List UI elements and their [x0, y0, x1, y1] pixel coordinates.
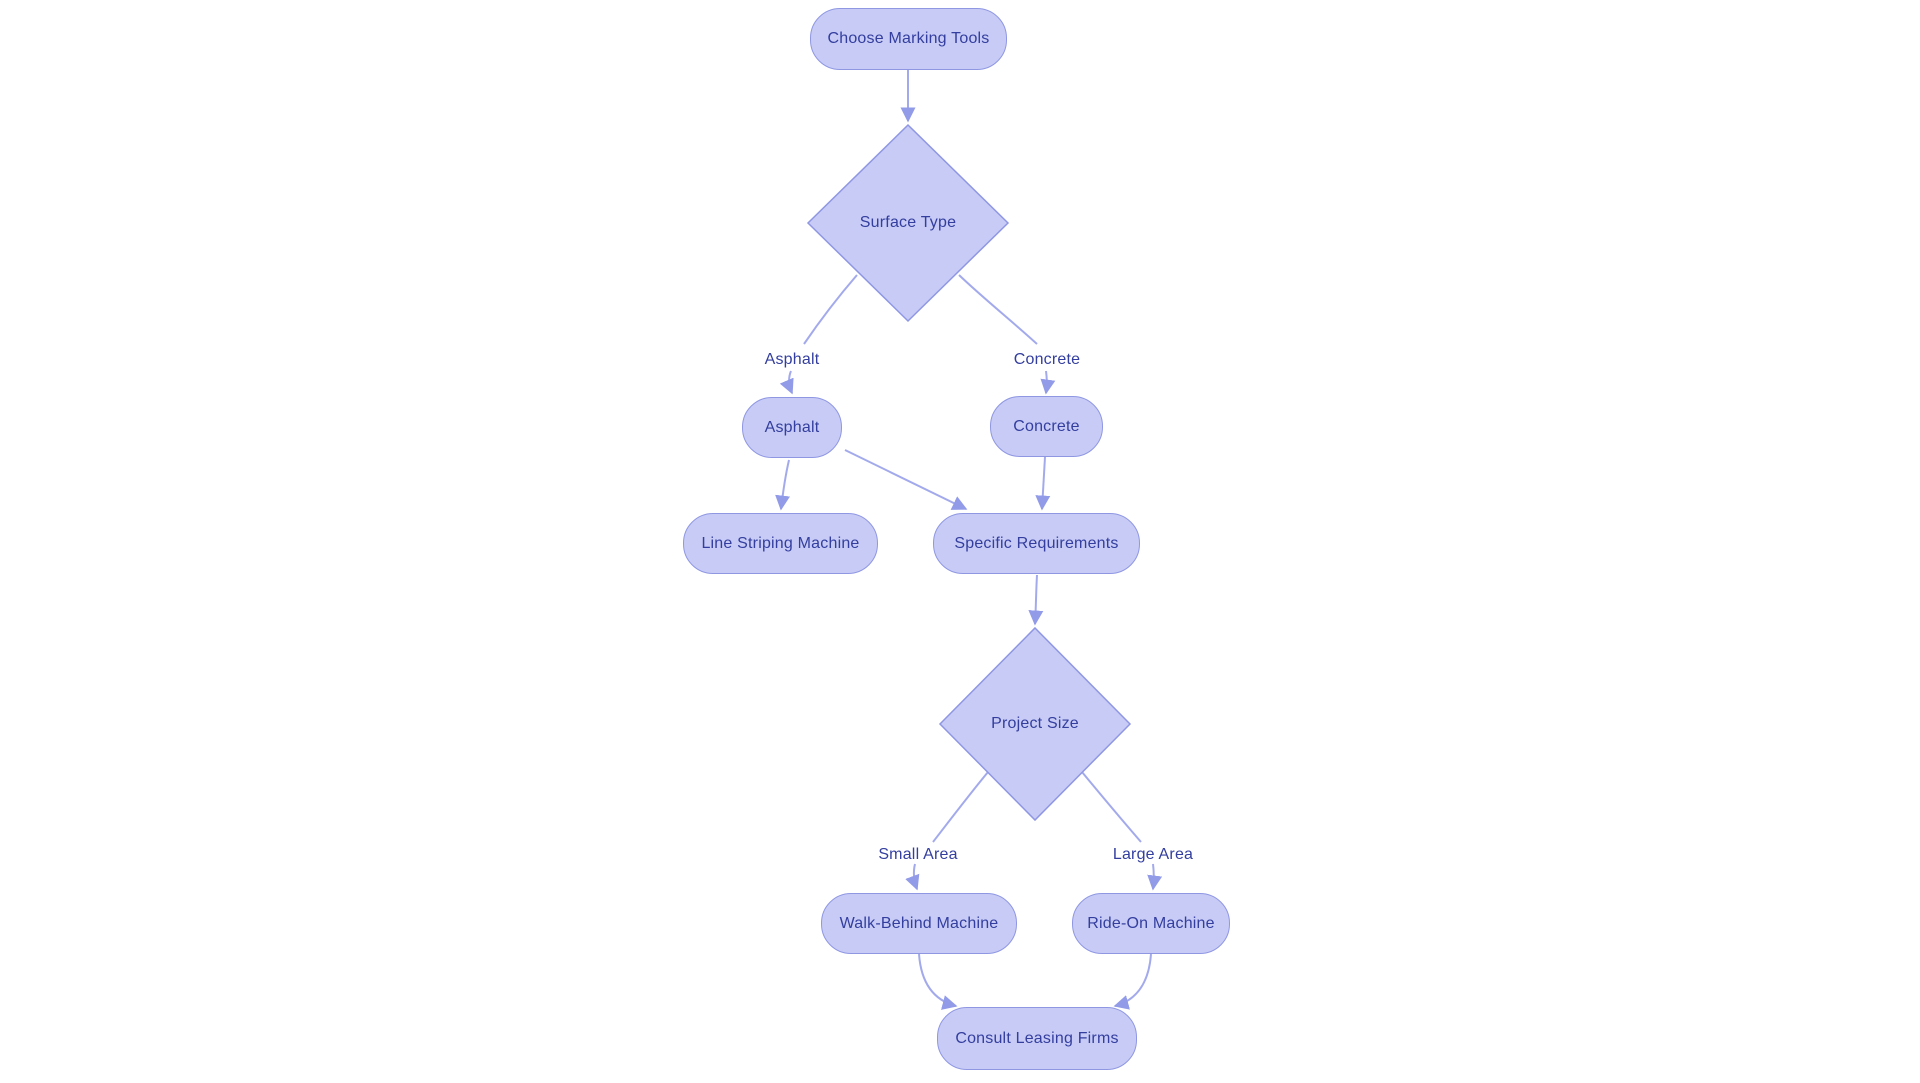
node-walk-behind-machine: Walk-Behind Machine: [821, 893, 1017, 954]
edge-surface-to-asphalt-arrow: [779, 370, 794, 395]
edge-surface-to-concrete-upper: [958, 274, 1038, 345]
edge-label-small-area: Small Area: [878, 846, 958, 863]
edge-label-large-area: Large Area: [1112, 846, 1194, 863]
edge-label-concrete: Concrete: [1013, 351, 1081, 368]
edge-specific-to-projectsize: [1028, 574, 1044, 626]
edge-asphalt-to-specific: [844, 449, 968, 510]
edge-projectsize-to-walkbehind-arrow: [905, 863, 920, 891]
edge-concrete-to-specific: [1035, 456, 1051, 511]
edge-surface-to-concrete-arrow: [1040, 370, 1056, 395]
edge-label-asphalt: Asphalt: [764, 351, 820, 368]
edge-asphalt-to-linestriping: [775, 459, 791, 511]
node-concrete: Concrete: [990, 396, 1103, 457]
node-surface-type-label: Surface Type: [859, 214, 957, 231]
node-consult-leasing-firms: Consult Leasing Firms: [937, 1007, 1137, 1070]
node-project-size-label: Project Size: [991, 715, 1079, 732]
edge-walkbehind-to-consult: [918, 953, 958, 1010]
edge-projectsize-to-rideon-arrow: [1147, 863, 1163, 891]
edge-projectsize-to-walkbehind-upper: [932, 771, 989, 843]
surface-type-diamond: [806, 123, 1010, 323]
node-ride-on-machine: Ride-On Machine: [1072, 893, 1230, 954]
node-choose-marking-tools: Choose Marking Tools: [810, 8, 1007, 70]
edge-projectsize-to-rideon-upper: [1081, 771, 1142, 843]
node-specific-requirements: Specific Requirements: [933, 513, 1140, 574]
edge-rideon-to-consult: [1113, 953, 1152, 1010]
project-size-diamond: [938, 626, 1132, 822]
node-asphalt: Asphalt: [742, 397, 842, 458]
edge-surface-to-asphalt-upper: [803, 274, 858, 345]
node-line-striping-machine: Line Striping Machine: [683, 513, 878, 574]
